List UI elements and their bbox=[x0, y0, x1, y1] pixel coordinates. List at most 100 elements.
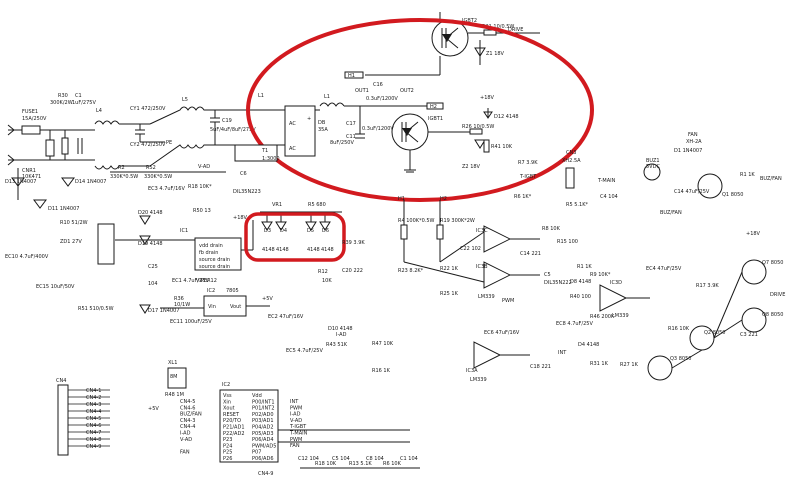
l4-label: L4 bbox=[96, 108, 102, 114]
mcu-right-net: T-IGBT bbox=[289, 424, 307, 430]
tmain-label: T-MAIN bbox=[597, 178, 616, 184]
buzfan-label: BUZ/FAN bbox=[760, 176, 782, 182]
cn4-pin-label: CN4-5 bbox=[86, 416, 101, 422]
ec10-label: EC10 4.7uF/400V bbox=[5, 254, 49, 260]
d17-label: D17 1N4007 bbox=[148, 308, 179, 314]
l1-label: L1 bbox=[324, 94, 330, 100]
r52-value: 330K*0.5W bbox=[144, 174, 172, 180]
r36-label: R36 bbox=[174, 296, 184, 302]
c17-ref: C17 bbox=[346, 121, 356, 127]
bottom-component-label: R6 10K bbox=[383, 461, 402, 467]
svg-text:IC3A: IC3A bbox=[466, 368, 478, 374]
z2-label: Z2 18V bbox=[462, 164, 481, 170]
r15-label: R15 100 bbox=[557, 239, 578, 245]
igbt1-label: IGBT1 bbox=[428, 116, 443, 122]
r43-label: R43 51K bbox=[326, 342, 348, 348]
aux-supply: D13 1N4007 D14 1N4007 D11 1N4007 R2 330K… bbox=[5, 144, 304, 325]
mains-input-section: FUSE1 15A/250V CNR1 10K471 R30 300K/2W C… bbox=[7, 93, 264, 180]
mcu-right-net: INT bbox=[290, 399, 299, 405]
c25-label: C25 bbox=[148, 264, 158, 270]
cn4-pin-label: CN4-4 bbox=[86, 409, 101, 415]
svg-text:Q8 8050: Q8 8050 bbox=[762, 312, 783, 318]
drive2-label: DRIVE bbox=[770, 292, 785, 298]
r46-label: R46 200K bbox=[590, 314, 615, 320]
ec15-label: EC15 10uF/50V bbox=[36, 284, 75, 290]
mcu-right-pin: P01/INT2 bbox=[252, 406, 275, 412]
highlight-ellipse bbox=[246, 18, 594, 202]
mcu-right-pin: P04/AD2 bbox=[252, 425, 274, 431]
c16-ref: C16 bbox=[373, 82, 383, 88]
ic1-viper12 bbox=[194, 237, 242, 271]
c4-label: C4 104 bbox=[600, 194, 618, 200]
svg-text:+5V: +5V bbox=[148, 406, 159, 412]
ic2-label: IC2 bbox=[207, 288, 215, 294]
svg-text:C14 47uF/25V: C14 47uF/25V bbox=[674, 189, 710, 195]
cx-ref: C1 bbox=[75, 93, 82, 99]
mcu-right-pin: P02/AD0 bbox=[252, 412, 274, 418]
mcu-right-pin: P07 bbox=[252, 450, 261, 456]
c19-value: 5uF/4uF/8uF/275V bbox=[210, 127, 256, 133]
mcu-left-net: CN4-5 bbox=[180, 399, 195, 405]
r2-value: 330K*0.5W bbox=[110, 174, 138, 180]
bridge-rectifier bbox=[284, 105, 316, 157]
vr1-label: VR1 bbox=[272, 202, 282, 208]
ic3b-comparator bbox=[483, 261, 512, 289]
svg-text:source drain: source drain bbox=[199, 257, 230, 263]
pe-label: PE bbox=[166, 140, 172, 146]
r30-ref: R30 bbox=[58, 93, 68, 99]
r50-label: R50 13 bbox=[193, 208, 211, 214]
l1-coil bbox=[319, 102, 345, 107]
d14-label: D14 1N4007 bbox=[75, 179, 106, 185]
db-ref: DB bbox=[318, 120, 326, 126]
q1-label: Q1 8050 bbox=[722, 192, 743, 198]
r7-label: R7 3.9K bbox=[518, 160, 538, 166]
t1-value: 1:3000 bbox=[262, 156, 280, 162]
diode-array: VR1 R5 680 D3 D4 D5 D6 4148 4148 4148 41… bbox=[260, 202, 342, 253]
l5-coil bbox=[149, 106, 215, 125]
svg-text:10K: 10K bbox=[322, 278, 332, 284]
r1-label: R1 1K bbox=[577, 264, 592, 270]
svg-text:DIL35N222: DIL35N222 bbox=[544, 280, 572, 286]
iad-label: I-AD bbox=[336, 332, 347, 338]
fuse-value: 15A/250V bbox=[22, 116, 47, 122]
r18-label: R18 10K* bbox=[188, 184, 212, 190]
t1-label: T1 bbox=[261, 148, 268, 154]
mcu-left-net: CN4-3 bbox=[180, 418, 195, 424]
mcu-ref: IC2 bbox=[222, 382, 230, 388]
int-label: INT bbox=[558, 350, 567, 356]
r9-label: R9 10K* bbox=[590, 272, 611, 278]
mcu-left-net: BUZ/FAN bbox=[180, 412, 202, 418]
svg-text:+5V: +5V bbox=[262, 296, 273, 302]
cn4-connector bbox=[57, 384, 69, 456]
c22-label: C22 102 bbox=[460, 246, 481, 252]
l1a-label: L1 bbox=[258, 93, 264, 99]
buzzer-symbol bbox=[643, 163, 661, 181]
cn4-pin-label: CN4-8 bbox=[86, 437, 101, 443]
c3-label: C3 221 bbox=[740, 332, 758, 338]
bottom-component-label: R18 10K bbox=[315, 461, 337, 467]
igbt2-symbol bbox=[431, 19, 469, 57]
mcu-left-pin: P23 bbox=[223, 437, 232, 443]
mcu-left-net: CN4-4 bbox=[180, 424, 195, 430]
cx-value: 1uF/275V bbox=[72, 100, 96, 106]
bottom-component-label: C5 104 bbox=[332, 456, 350, 462]
varistor-symbol bbox=[45, 139, 55, 157]
r40-label: R40 100 bbox=[570, 294, 591, 300]
c6-label: C6 bbox=[240, 171, 247, 177]
fuse-symbol bbox=[21, 125, 41, 135]
d13-label: D13 1N4007 bbox=[5, 179, 36, 185]
mcu-left-net: FAN bbox=[180, 449, 190, 455]
r22-label: R22 1K bbox=[440, 266, 459, 272]
mcu-left-pin: P25 bbox=[223, 450, 232, 456]
ec6-label: EC6 47uF/16V bbox=[484, 330, 520, 336]
svg-text:IC3B: IC3B bbox=[476, 264, 488, 270]
right-section: CN3 XH2.5A T-MAIN R5 5.1K* C4 104 FAN XH… bbox=[558, 132, 785, 381]
l4-coil bbox=[94, 120, 120, 125]
tigbt-label: T-IGBT bbox=[519, 174, 537, 180]
r51-label: R51 510/0.5W bbox=[78, 306, 114, 312]
cn4-pin-label: CN4-9 bbox=[86, 444, 101, 450]
mcu-right-net: T-MAIN bbox=[289, 431, 308, 437]
r16-label: R16 1K bbox=[372, 368, 391, 374]
mcu-left-net: V-AD bbox=[180, 437, 192, 443]
svg-text:5VDC: 5VDC bbox=[646, 164, 660, 170]
